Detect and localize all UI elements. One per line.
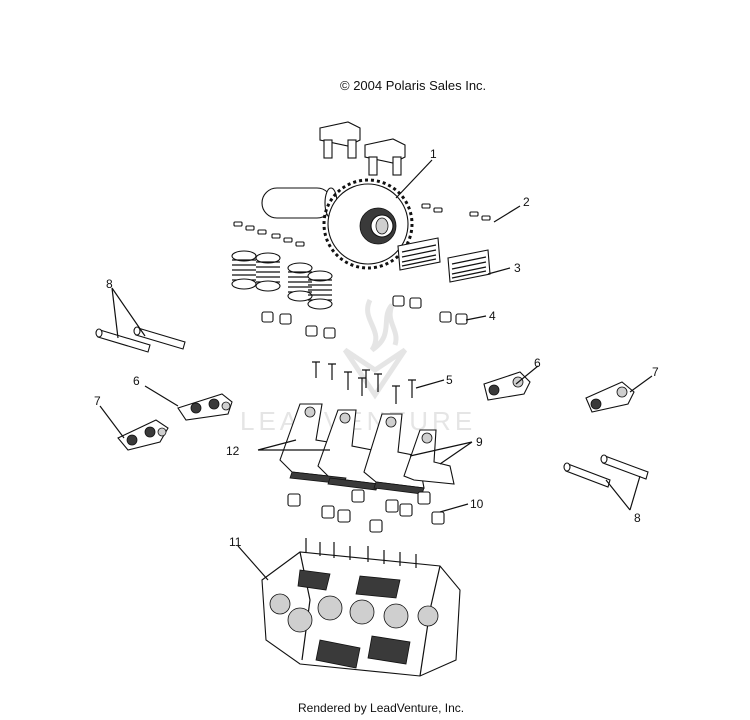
cam-bearing-caps xyxy=(319,121,406,176)
callout-1: 1 xyxy=(430,147,437,161)
camshaft-sprocket xyxy=(261,178,414,270)
valve-stem-seals xyxy=(261,295,468,339)
rocker-arm-left-6 xyxy=(177,393,233,421)
rocker-arm-left-7 xyxy=(117,419,169,451)
rocker-arm-right-7 xyxy=(585,381,635,413)
callout-8-right: 8 xyxy=(634,511,641,525)
cylinder-head xyxy=(261,538,461,677)
callout-6-left: 6 xyxy=(133,374,140,388)
copyright-text: © 2004 Polaris Sales Inc. xyxy=(340,78,486,93)
rocker-supports xyxy=(279,403,455,495)
rocker-shafts-right xyxy=(563,454,649,488)
rocker-arm-right-6 xyxy=(483,371,531,401)
callout-numbers: 1 2 3 4 5 6 6 7 7 8 8 9 10 11 12 xyxy=(94,147,659,549)
valve-lifters xyxy=(287,489,445,533)
callout-9: 9 xyxy=(476,435,483,449)
callout-5: 5 xyxy=(446,373,453,387)
valve-keepers xyxy=(233,203,491,247)
valve-springs-right xyxy=(397,237,491,283)
rocker-shafts-left xyxy=(95,326,186,353)
callout-10: 10 xyxy=(470,497,484,511)
callout-8-left: 8 xyxy=(106,277,113,291)
callout-12: 12 xyxy=(226,444,240,458)
rendered-by-footer: Rendered by LeadVenture, Inc. xyxy=(298,701,464,715)
callout-7-left: 7 xyxy=(94,394,101,408)
watermark-text: LEADVENTURE xyxy=(240,406,476,436)
callout-3: 3 xyxy=(514,261,521,275)
valve-springs-left xyxy=(231,250,333,310)
callout-leader-lines xyxy=(99,159,653,581)
callout-7-right: 7 xyxy=(652,365,659,379)
cap-bolts xyxy=(312,361,416,404)
callout-2: 2 xyxy=(523,195,530,209)
callout-11: 11 xyxy=(229,535,242,549)
callout-6-right: 6 xyxy=(534,356,541,370)
callout-4: 4 xyxy=(489,309,496,323)
